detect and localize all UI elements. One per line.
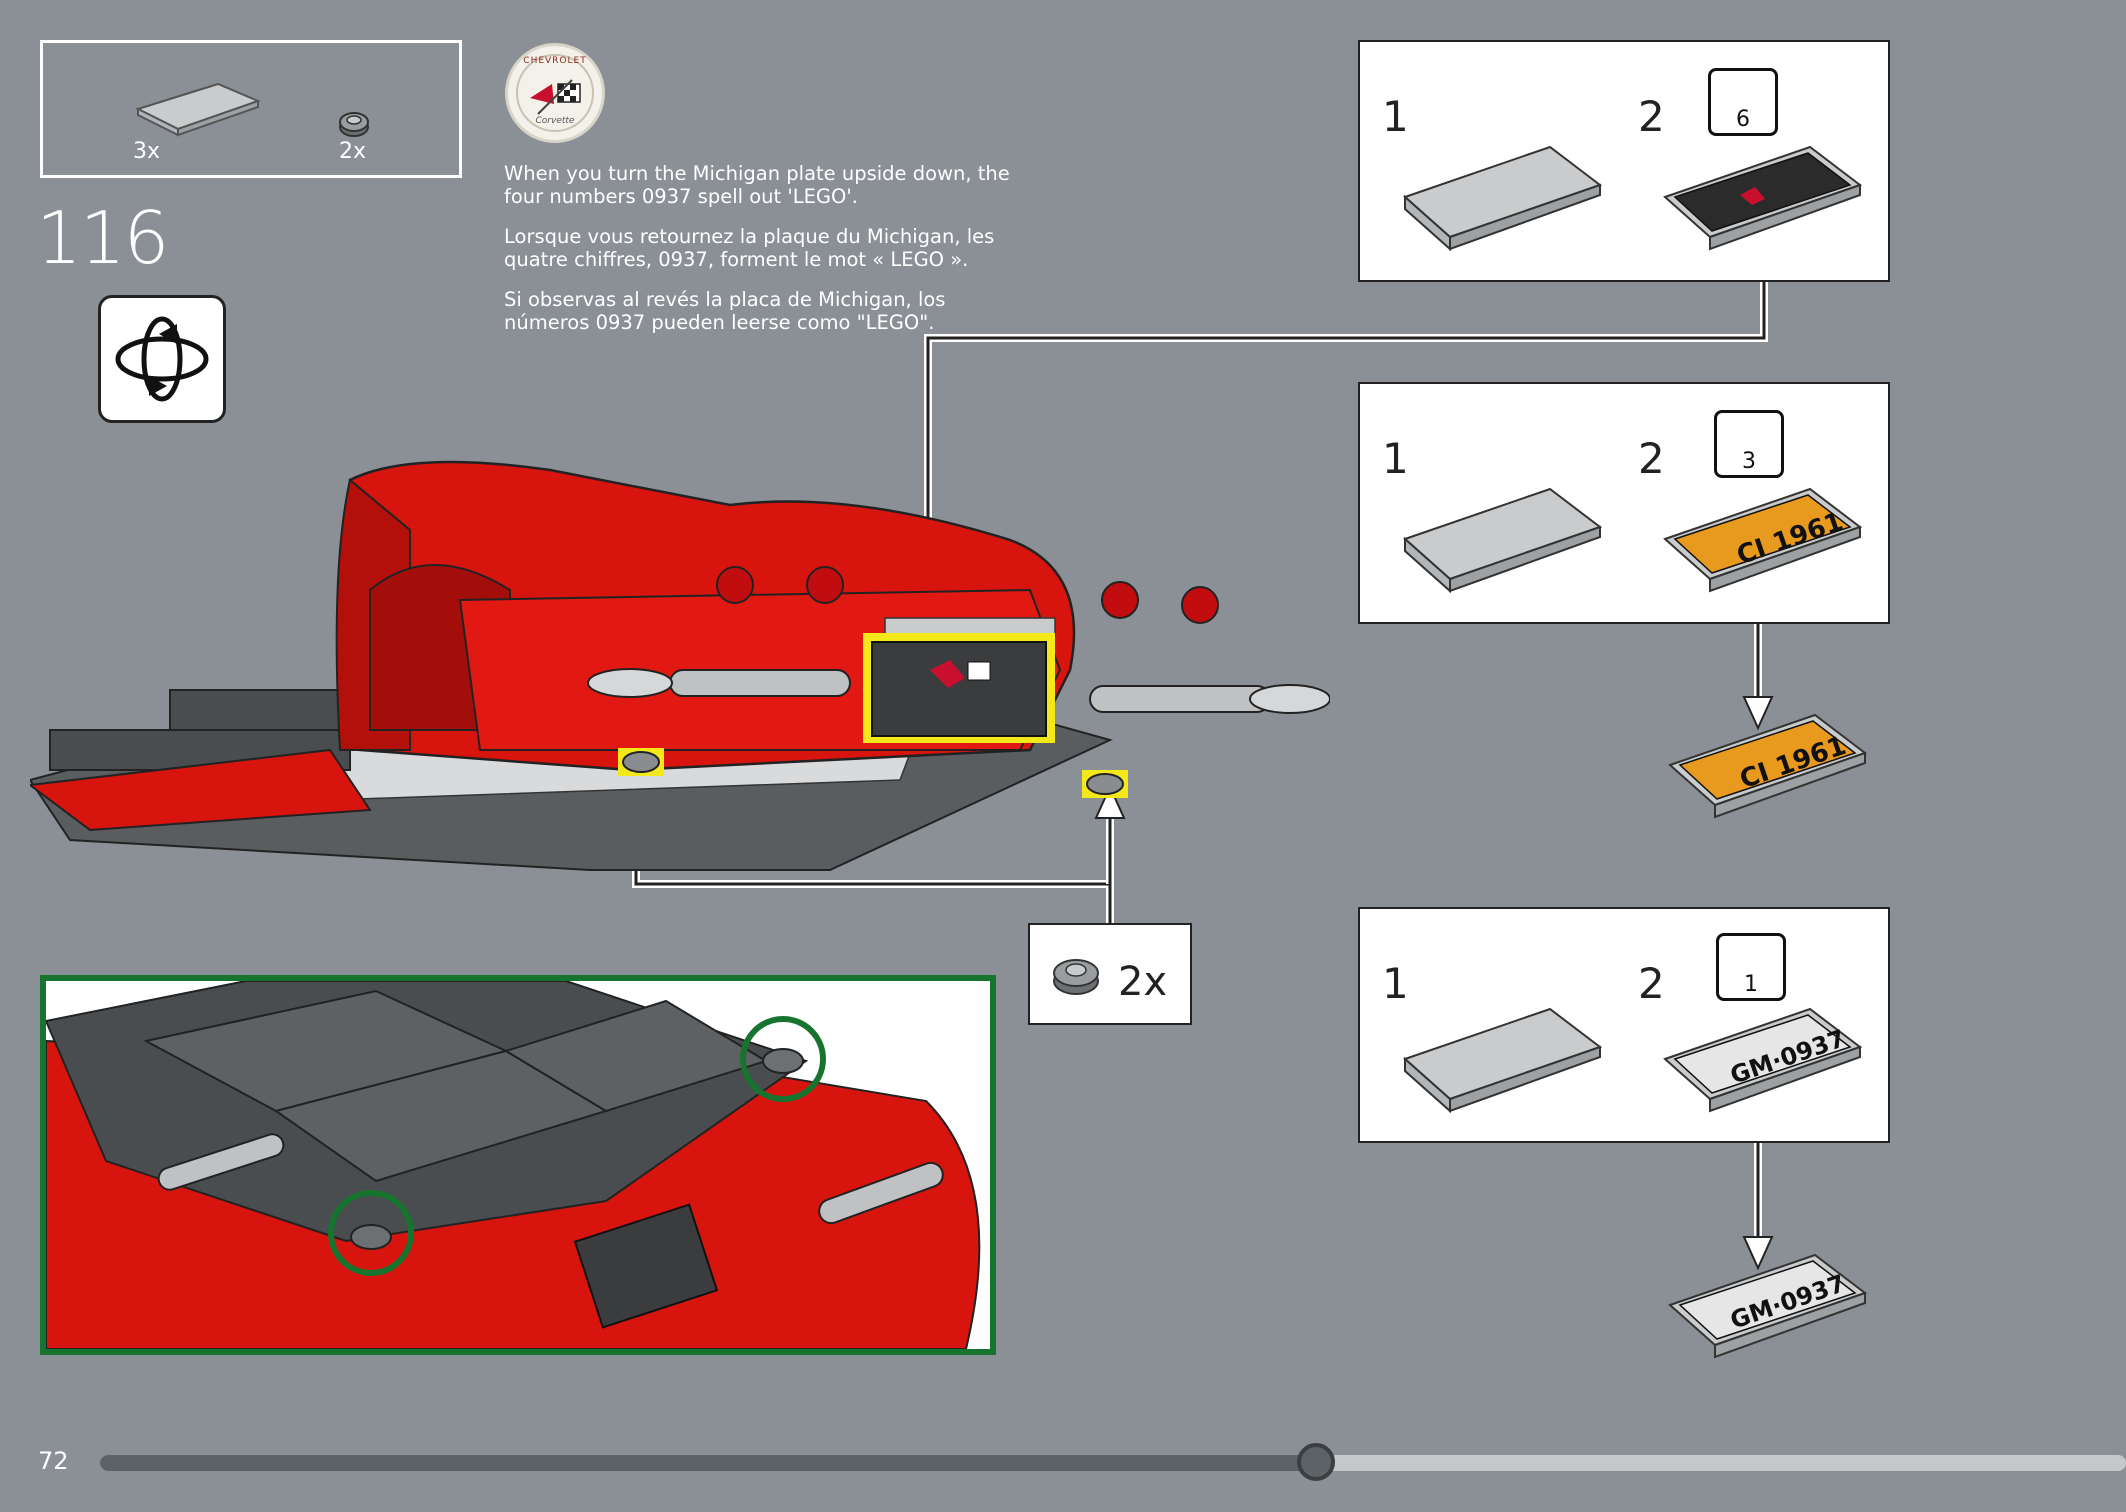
info-text-es: Si observas al revés la placa de Michiga…: [504, 288, 946, 334]
closeup-underside-illustration: [46, 981, 990, 1349]
step-number: 116: [36, 196, 169, 280]
crossed-flags-icon: [516, 54, 594, 132]
progress-fill: [100, 1455, 1316, 1471]
sub-step-1-label: 1: [1382, 92, 1409, 141]
sticker-number: 1: [1744, 972, 1758, 997]
parts-list-box: 3x 2x: [40, 40, 462, 178]
callout-qty: 2x: [1118, 959, 1168, 1005]
michigan-plate-tile-icon: [1663, 1007, 1863, 1113]
round-plate-icon: [1053, 959, 1099, 995]
california-plate-result-icon: [1668, 713, 1868, 819]
progress-knob: [1296, 1443, 1335, 1481]
sub-step-2-label: 2: [1638, 434, 1665, 483]
detail-closeup-frame: [40, 975, 996, 1355]
rotate-model-icon: [98, 295, 226, 423]
sub-step-2-label: 2: [1638, 92, 1665, 141]
sticker-number: 3: [1742, 449, 1756, 474]
chevrolet-corvette-emblem: CHEVROLET Corvette: [505, 43, 605, 143]
callout-round-plate-box: 2x: [1028, 923, 1192, 1025]
tile-2x4-icon: [1403, 1007, 1603, 1114]
sub-step-panel-california: 1 2 3 CI 1961: [1358, 382, 1890, 624]
sub-step-panel-corvette: 1 2 6: [1358, 40, 1890, 282]
tile-2x4-icon: [135, 82, 261, 137]
sub-step-2-label: 2: [1638, 959, 1665, 1008]
california-plate-tile-icon: [1663, 487, 1863, 593]
part-qty-tile: 3x: [133, 139, 161, 164]
info-text-en: When you turn the Michigan plate upside …: [504, 162, 1010, 208]
tile-2x4-icon: [1403, 145, 1603, 252]
sub-step-1-label: 1: [1382, 434, 1409, 483]
sticker-sheet-icon: 6: [1708, 68, 1778, 136]
part-qty-plate: 2x: [339, 139, 367, 164]
michigan-plate-result-icon: [1668, 1253, 1868, 1359]
info-text-fr: Lorsque vous retournez la plaque du Mich…: [504, 225, 995, 271]
tile-2x4-icon: [1403, 487, 1603, 594]
sticker-number: 6: [1736, 107, 1750, 132]
corvette-plate-tile-icon: [1663, 145, 1863, 251]
car-rear-model-illustration: [30, 460, 1330, 871]
sticker-sheet-icon: 3: [1714, 410, 1784, 478]
emblem-bottom-text: Corvette: [535, 116, 575, 126]
rotate-arrows-icon: [115, 316, 209, 402]
sub-step-panel-michigan: 1 2 1 GM·0937: [1358, 907, 1890, 1143]
sticker-sheet-icon: 1: [1716, 933, 1786, 1001]
page-number: 72: [38, 1447, 69, 1475]
round-plate-icon: [339, 112, 369, 137]
emblem-top-text: CHEVROLET: [523, 56, 587, 66]
sub-step-1-label: 1: [1382, 959, 1409, 1008]
